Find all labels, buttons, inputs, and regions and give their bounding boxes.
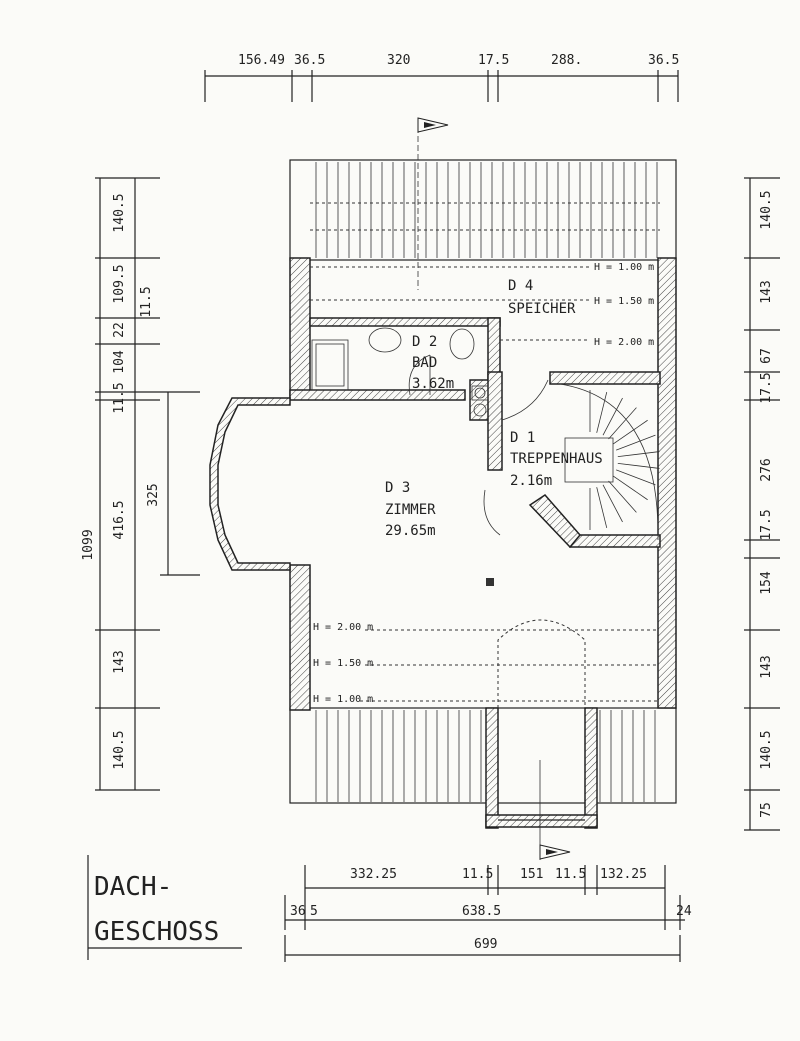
dim-left-inner-2: 325	[146, 483, 161, 506]
roof-bottom	[289, 707, 677, 804]
stair-tread	[602, 484, 623, 523]
dim-right-5: 276	[759, 458, 774, 481]
dim-bottom-9: 24	[676, 904, 692, 919]
room-d1-code: D 1	[510, 430, 535, 446]
dim-bottom-4: 11.5	[555, 867, 586, 882]
walls	[289, 257, 677, 711]
dim-bottom: 332.25 11.5 151 11.5 132.25 36 5 638.5 2…	[284, 865, 692, 962]
staircase	[559, 383, 660, 541]
dim-right-6: 17.5	[759, 509, 774, 540]
stair-tread	[612, 475, 648, 501]
room-d2-area: 3.62m	[412, 376, 454, 392]
height-lines-zimmer: H = 2.00 m H = 1.50 m H = 1.00 m	[313, 622, 658, 705]
dim-top: 156.49 36.5 320 17.5 288. 36.5	[204, 53, 679, 102]
room-d3-name: ZIMMER	[385, 502, 436, 518]
height-label-1: H = 1.00 m	[594, 262, 654, 273]
room-d3-area: 29.65m	[385, 523, 436, 539]
room-d3-code: D 3	[385, 480, 410, 496]
room-d1-name: TREPPENHAUS	[510, 451, 603, 467]
height-label-2: H = 1.50 m	[594, 296, 654, 307]
drawing-title: DACH- GESCHOSS	[87, 855, 242, 960]
height-label-4: H = 2.00 m	[313, 622, 373, 633]
dim-bottom-total: 699	[474, 937, 497, 952]
dim-right-8: 143	[759, 655, 774, 678]
dim-bottom-3: 151	[520, 867, 543, 882]
room-d2-name: BAD	[412, 355, 437, 371]
dim-left-5: 11.5	[112, 382, 127, 413]
title-line-2: GESCHOSS	[94, 917, 219, 947]
section-marker-top	[417, 117, 449, 290]
dormer	[485, 619, 598, 860]
height-lines-speicher: H = 1.00 m H = 1.50 m H = 2.00 m	[310, 262, 654, 348]
stair-tread	[608, 407, 637, 440]
stair-tread	[596, 487, 608, 529]
stair-tread	[616, 469, 656, 486]
dim-left-4: 104	[112, 350, 127, 374]
dim-right: 140.5 143 67 17.5 276 17.5 154 143 140.5…	[744, 177, 780, 831]
stair-tread	[616, 434, 656, 451]
dim-bottom-7: 5	[310, 904, 318, 919]
dim-right-7: 154	[759, 571, 774, 595]
section-marker-bottom	[539, 844, 571, 860]
dim-bottom-5: 132.25	[600, 867, 647, 882]
dim-top-2: 36.5	[294, 53, 325, 68]
dim-left: 140.5 109.5 22 104 11.5 416.5 143 140.5 …	[81, 177, 200, 791]
room-d2-code: D 2	[412, 334, 437, 350]
dim-left-1: 140.5	[112, 193, 127, 232]
stair-tread	[617, 451, 660, 458]
dim-top-5: 288.	[551, 53, 582, 68]
roof-top	[289, 159, 677, 261]
dim-right-2: 143	[759, 280, 774, 303]
dim-left-6: 416.5	[112, 500, 127, 539]
dim-left-2: 109.5	[112, 264, 127, 303]
dim-left-inner-1: 11.5	[139, 286, 154, 317]
dim-right-3: 67	[759, 348, 774, 364]
dim-right-10: 75	[759, 802, 774, 818]
dim-right-4: 17.5	[759, 372, 774, 403]
room-d1-area: 2.16m	[510, 473, 552, 489]
dim-right-1: 140.5	[759, 190, 774, 229]
height-label-6: H = 1.00 m	[313, 694, 373, 705]
dim-bottom-8: 638.5	[462, 904, 501, 919]
dim-left-7: 143	[112, 650, 127, 673]
bay-window	[209, 397, 291, 571]
dim-top-3: 320	[387, 53, 410, 68]
stair-tread	[608, 480, 637, 513]
dim-bottom-1: 332.25	[350, 867, 397, 882]
dim-left-8: 140.5	[112, 730, 127, 769]
dim-bottom-2: 11.5	[462, 867, 493, 882]
stair-tread	[602, 397, 623, 436]
room-d4-code: D 4	[508, 278, 533, 294]
dim-right-9: 140.5	[759, 730, 774, 769]
title-line-1: DACH-	[94, 872, 172, 902]
dim-bottom-6: 36	[290, 904, 306, 919]
height-label-5: H = 1.50 m	[313, 658, 373, 669]
dim-top-6: 36.5	[648, 53, 679, 68]
dim-left-total: 1099	[81, 529, 96, 560]
doors	[408, 354, 549, 536]
center-marker	[486, 578, 494, 586]
dim-left-3: 22	[112, 322, 127, 338]
dim-top-1: 156.49	[238, 53, 285, 68]
height-label-3: H = 2.00 m	[594, 337, 654, 348]
stair-tread	[612, 419, 648, 445]
bath-fixtures	[311, 327, 489, 417]
stair-tread	[617, 462, 660, 469]
stair-tread	[596, 391, 608, 433]
dim-top-4: 17.5	[478, 53, 509, 68]
room-d4-name: SPEICHER	[508, 301, 576, 317]
